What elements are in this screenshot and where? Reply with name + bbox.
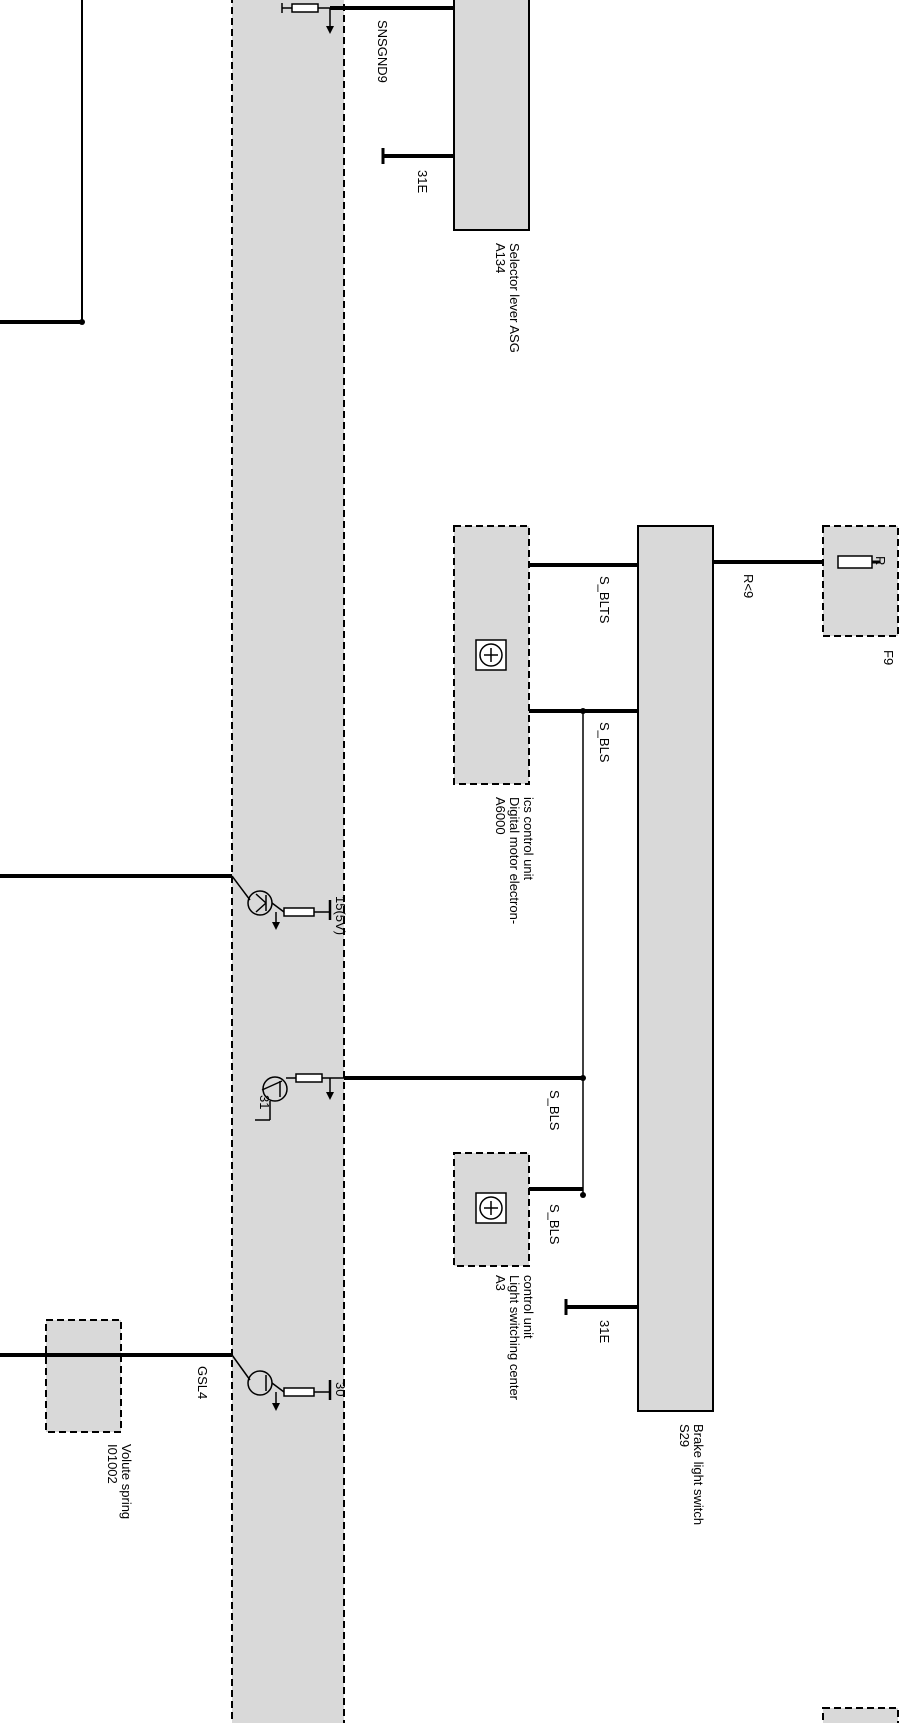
a3-unit-symbol-icon — [475, 1192, 507, 1224]
label-a3-name-1: Light switching center — [507, 1275, 522, 1401]
labels: SNSGND9 31E A134 Selector lever ASG S_BL… — [105, 20, 896, 1525]
label-snsgnd9: SNSGND9 — [375, 20, 390, 83]
resistor-snsgnd9 — [281, 3, 334, 34]
label-31e-s29: 31E — [597, 1320, 612, 1343]
label-a6000-name-1: Digital motor electron- — [507, 797, 522, 924]
s29-brake-light-switch-box — [637, 525, 714, 1412]
label-a6000-id: A6000 — [493, 797, 508, 835]
partial-component-box — [822, 1707, 899, 1723]
fuse-icon — [837, 555, 880, 569]
junction-dot-a3 — [580, 1192, 586, 1198]
a134-selector-lever-box — [453, 0, 530, 231]
a6000-unit-symbol-icon — [475, 639, 507, 671]
label-s-blts: S_BLTS — [597, 576, 612, 624]
label-31: 31 — [257, 1095, 272, 1109]
label-i01002-id: I01002 — [105, 1444, 120, 1484]
label-s29-name: Brake light switch — [691, 1424, 706, 1525]
control-unit-band — [231, 0, 345, 1723]
label-15v: 15(5V) — [333, 896, 348, 935]
label-i01002-name: Volute spring — [119, 1444, 134, 1519]
label-a134-name: Selector lever ASG — [507, 243, 522, 353]
label-s-bls-a3: S_BLS — [547, 1204, 562, 1245]
label-s-bls-a6000: S_BLS — [597, 722, 612, 763]
label-r9: R<9 — [741, 574, 756, 598]
label-fuse-r: R — [873, 556, 888, 565]
transistor-30-icon — [231, 1354, 332, 1411]
f9-fuse-box — [822, 525, 899, 637]
junction-dot — [79, 319, 85, 325]
label-s-bls-mid: S_BLS — [547, 1090, 562, 1131]
transistor-31-icon — [255, 1073, 344, 1121]
label-f9-id: F9 — [881, 650, 896, 665]
label-a6000-name-2: ics control unit — [521, 797, 536, 880]
label-gsl4: GSL4 — [195, 1366, 210, 1399]
label-30: 30 — [333, 1382, 348, 1396]
i01002-volute-spring-box — [45, 1319, 122, 1433]
label-31e-a134: 31E — [415, 170, 430, 193]
label-s29-id: S29 — [677, 1424, 692, 1447]
label-a3-name-2: control unit — [521, 1275, 536, 1339]
label-a3-id: A3 — [493, 1275, 508, 1291]
transistor-15v-icon — [231, 875, 332, 930]
label-a134-id: A134 — [493, 243, 508, 273]
